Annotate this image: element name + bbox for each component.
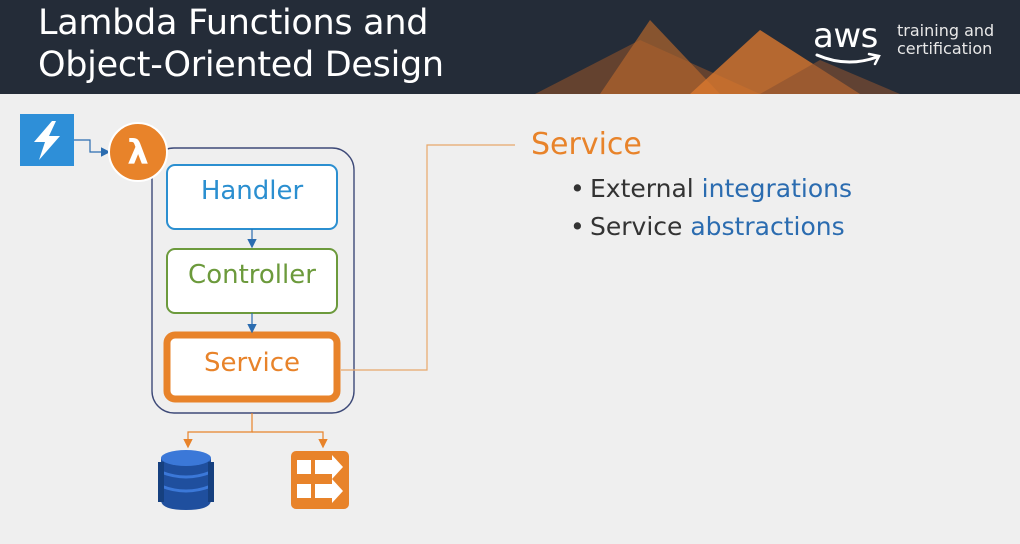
brand-subtitle-line-2: certification — [897, 39, 993, 58]
service-callout-line — [341, 144, 515, 371]
handler-label: Handler — [200, 176, 304, 206]
bullet-text: Service — [590, 212, 691, 241]
slide-title-line-2: Object-Oriented Design — [38, 45, 444, 85]
service-to-stepfunctions-arrow — [252, 431, 328, 449]
service-to-dynamodb-arrow — [183, 413, 253, 449]
lambda-icon: λ — [108, 122, 168, 182]
bullet-highlight: abstractions — [690, 212, 845, 241]
lightning-trigger-icon — [20, 114, 74, 166]
slide-header: Lambda Functions and Object-Oriented Des… — [0, 0, 1020, 94]
service-box — [163, 331, 341, 403]
bullet-dot-icon: • — [570, 174, 585, 203]
header-decoration — [535, 20, 900, 94]
dynamodb-icon — [158, 450, 214, 510]
bullet-item: •External integrations — [570, 170, 852, 208]
panel-title: Service — [531, 127, 642, 162]
bullet-item: •Service abstractions — [570, 208, 852, 246]
bullet-text: External — [590, 174, 702, 203]
svg-text:λ: λ — [127, 133, 149, 173]
brand-subtitle: training and certification — [897, 22, 994, 58]
service-label: Service — [203, 348, 301, 378]
step-functions-icon — [291, 451, 349, 509]
trigger-to-lambda-connector — [74, 139, 111, 157]
slide-title-line-1: Lambda Functions and — [38, 3, 429, 43]
slide-title: Lambda Functions and Object-Oriented Des… — [38, 2, 444, 86]
controller-label: Controller — [188, 260, 316, 290]
bullet-dot-icon: • — [570, 212, 585, 241]
aws-smile-icon — [815, 52, 881, 66]
aws-wordmark: aws — [813, 16, 878, 56]
lambda-container — [151, 147, 355, 414]
bullet-highlight: integrations — [701, 174, 853, 203]
brand-subtitle-line-1: training and — [897, 21, 995, 40]
aws-training-logo: aws training and certification — [813, 16, 1013, 76]
service-bullet-list: •External integrations •Service abstract… — [570, 170, 852, 246]
